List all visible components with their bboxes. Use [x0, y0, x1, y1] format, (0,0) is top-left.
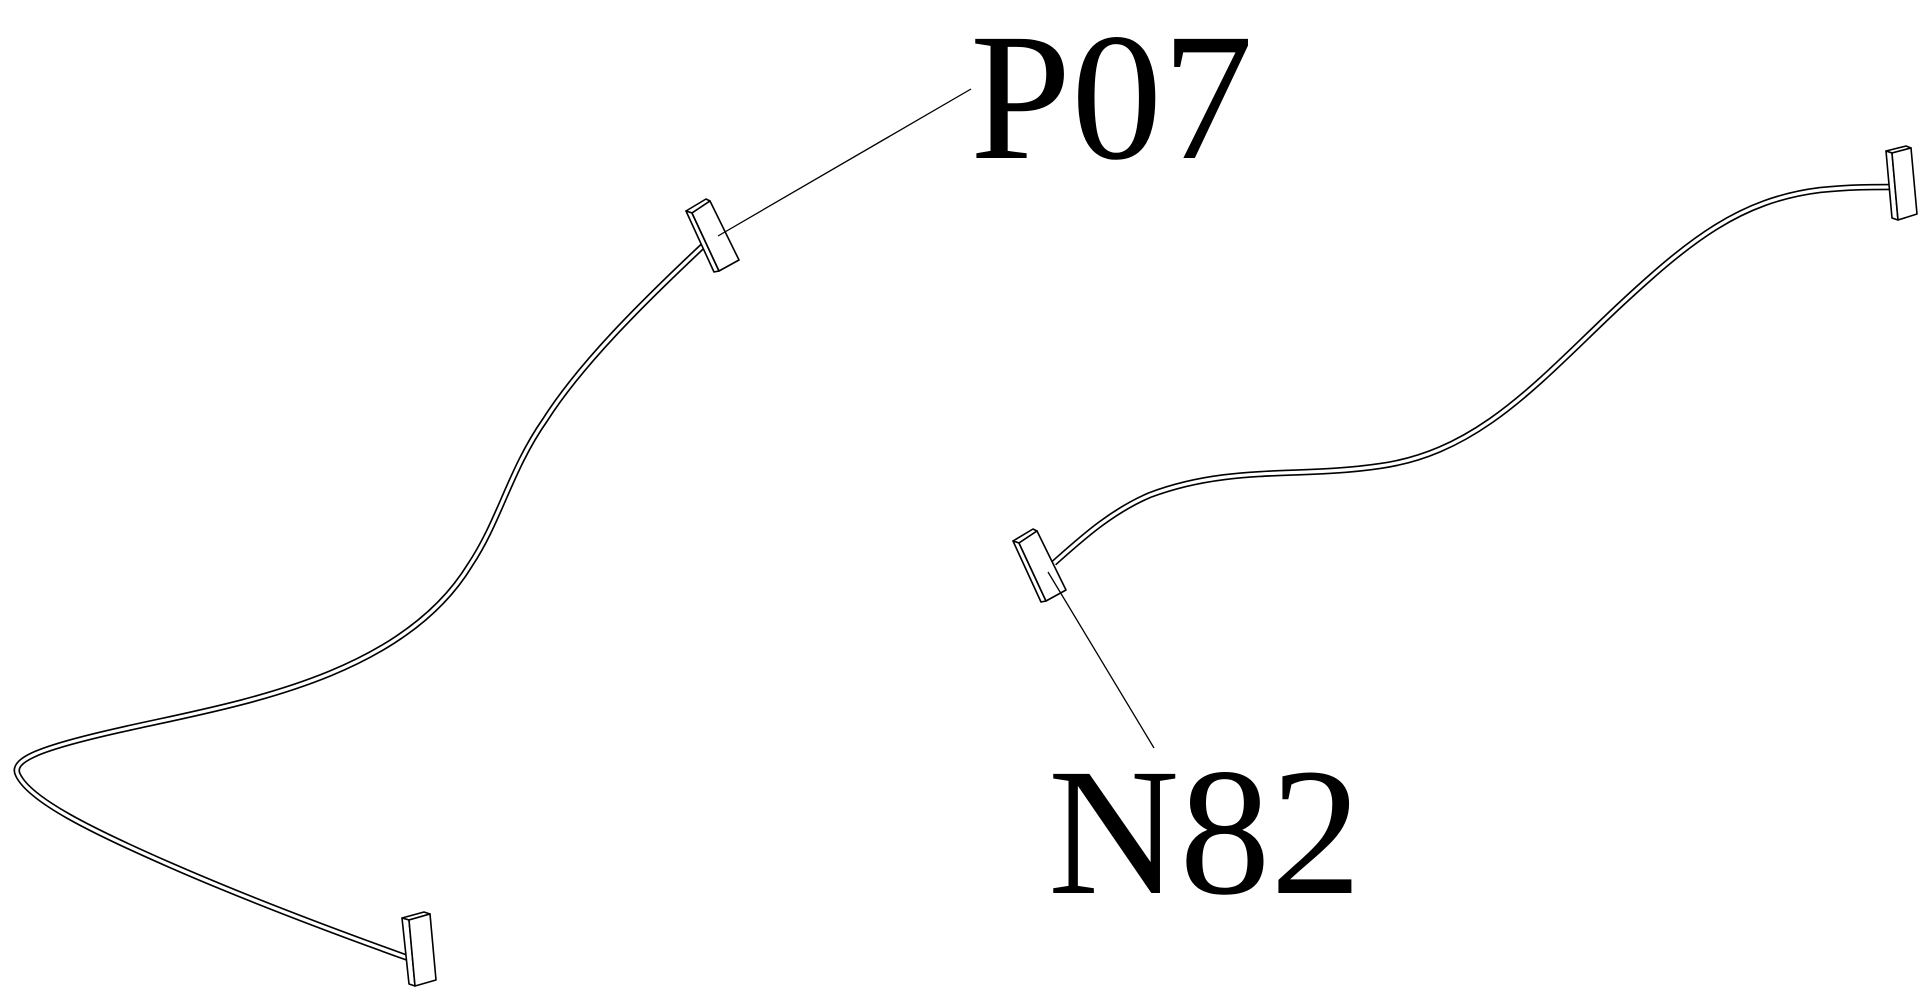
- cable-n82-wire-core: [1052, 185, 1892, 565]
- cable-n82: [1012, 145, 1918, 603]
- cable-n82-wire-outline: [1051, 183, 1892, 566]
- leader-line-p07: [717, 88, 972, 237]
- leader-line-n82: [1047, 571, 1155, 749]
- connector-n82-right: [1885, 145, 1918, 221]
- connector-p07-lower: [401, 911, 437, 987]
- cable-p07-wire-core: [15, 242, 707, 960]
- label-n82: N82: [1048, 732, 1361, 933]
- connector-p07-upper: [685, 198, 740, 273]
- label-p07: P07: [970, 0, 1253, 198]
- cable-p07-wire-outline: [13, 241, 708, 962]
- cable-p07: [13, 198, 740, 987]
- connector-n82-left: [1012, 528, 1067, 603]
